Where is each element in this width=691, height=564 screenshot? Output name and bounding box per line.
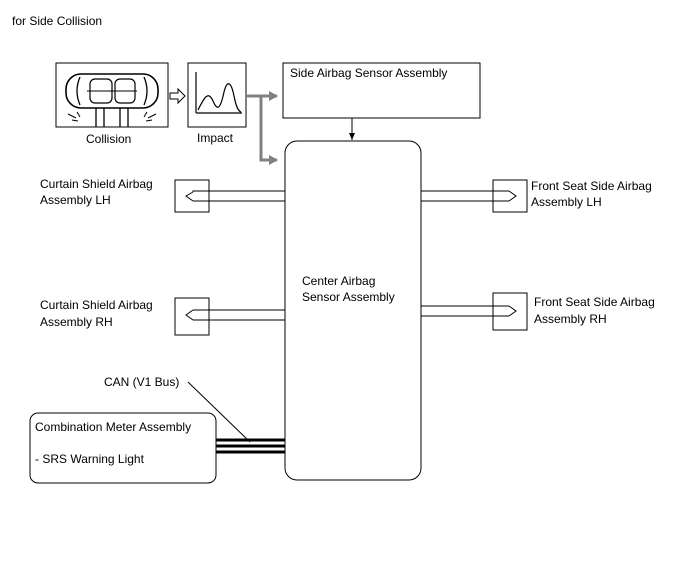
- impact-graph-icon: [195, 72, 242, 114]
- front-lh-label-line1: Front Seat Side Airbag: [531, 179, 652, 193]
- front-rh-connector: [421, 305, 517, 317]
- srs-warning-light-label: - SRS Warning Light: [35, 452, 145, 466]
- center-airbag-sensor-label-line2: Sensor Assembly: [302, 290, 395, 304]
- curtain-lh-connector: [185, 190, 285, 202]
- page-title: for Side Collision: [12, 14, 102, 28]
- front-lh-label-line2: Assembly LH: [531, 195, 602, 209]
- impact-label: Impact: [197, 131, 234, 145]
- center-airbag-sensor-box: [284, 140, 422, 481]
- front-lh-box: [492, 179, 528, 213]
- impact-block: [187, 62, 247, 128]
- front-rh-box: [492, 292, 528, 331]
- signal-arrows: [246, 91, 278, 165]
- center-airbag-sensor-label-line1: Center Airbag: [302, 274, 375, 288]
- collision-label: Collision: [86, 132, 131, 146]
- can-bus-label: CAN (V1 Bus): [104, 375, 179, 389]
- side-airbag-sensor-label: Side Airbag Sensor Assembly: [290, 66, 447, 80]
- curtain-lh-label-line1: Curtain Shield Airbag: [40, 177, 153, 191]
- flow-arrow-icon: [169, 87, 186, 105]
- front-lh-connector: [421, 190, 517, 202]
- can-bus-lines: [216, 438, 285, 454]
- curtain-lh-label-line2: Assembly LH: [40, 193, 111, 207]
- curtain-lh-box: [174, 179, 210, 213]
- can-bus-leader: [187, 381, 251, 443]
- curtain-rh-box: [174, 297, 210, 336]
- curtain-rh-label-line1: Curtain Shield Airbag: [40, 298, 153, 312]
- collision-block: [55, 62, 169, 128]
- curtain-rh-connector: [185, 309, 285, 321]
- curtain-rh-label-line2: Assembly RH: [40, 315, 113, 329]
- front-rh-label-line1: Front Seat Side Airbag: [534, 295, 655, 309]
- front-rh-label-line2: Assembly RH: [534, 312, 607, 326]
- side-airbag-sensor-box: [282, 62, 481, 119]
- combination-meter-label: Combination Meter Assembly: [35, 420, 191, 434]
- car-icon: [65, 73, 159, 128]
- combination-meter-box: [29, 412, 217, 484]
